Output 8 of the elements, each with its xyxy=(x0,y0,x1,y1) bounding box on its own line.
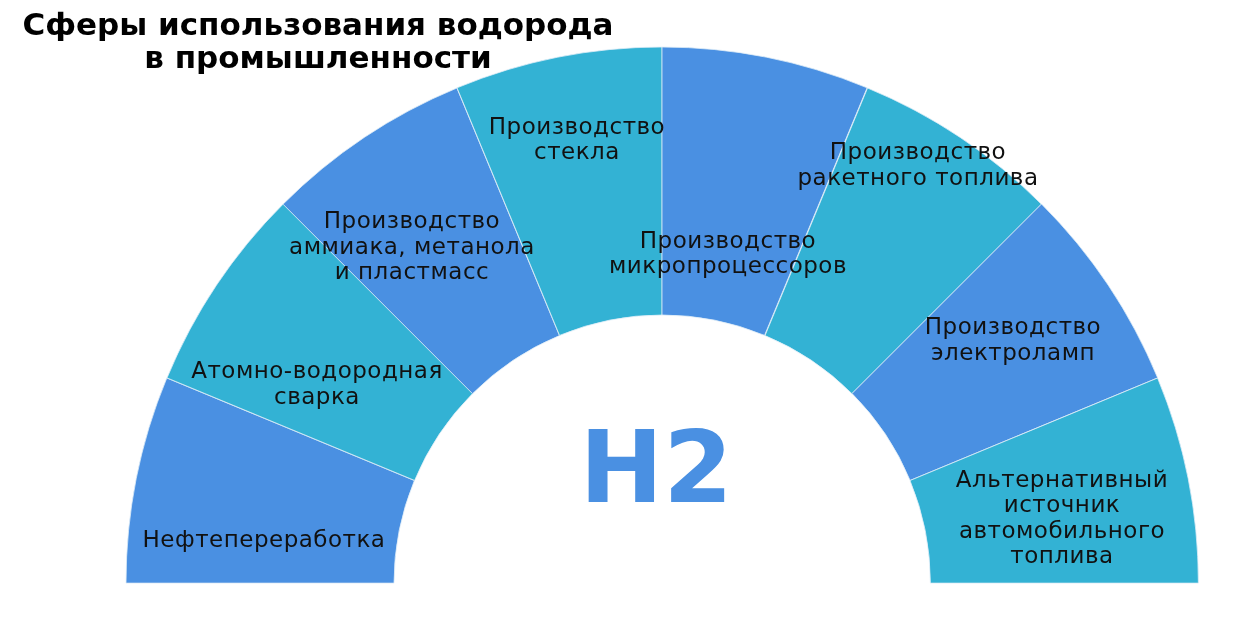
title: Сферы использования водорода в промышленности xyxy=(21,8,615,74)
segment-label: Производство стекла xyxy=(487,113,667,165)
segment-label: Нефтепереработка xyxy=(141,527,387,553)
center-label: H2 xyxy=(579,418,733,518)
segment-label: Производство аммиака, метанола и пластмасс xyxy=(288,208,536,285)
segment-label: Атомно-водородная сварка xyxy=(190,358,444,410)
segment-label: Альтернативный источник автомобильного топлива xyxy=(954,467,1170,569)
segment-label: Производство электроламп xyxy=(923,314,1103,366)
